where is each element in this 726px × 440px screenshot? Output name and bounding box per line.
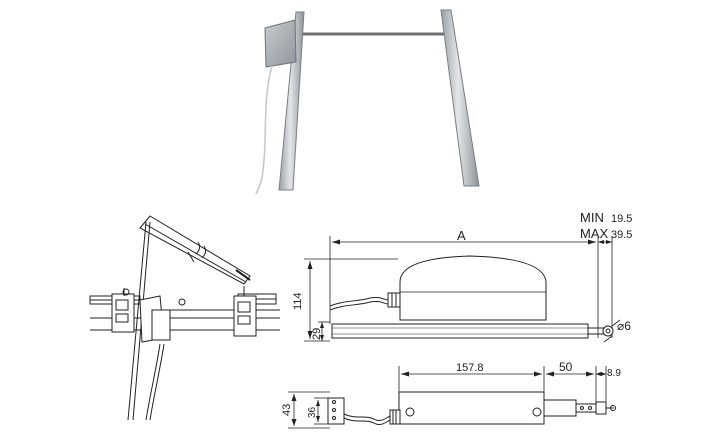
min-label: MIN — [580, 210, 604, 225]
dimension-diameter-6: ⌀6 — [617, 319, 631, 333]
top-view-drawing — [288, 366, 616, 429]
dimension-29: 29 — [311, 328, 323, 340]
dimension-a: A — [457, 228, 466, 243]
dimension-114: 114 — [292, 292, 304, 310]
dimension-157-8: 157.8 — [456, 362, 484, 374]
max-label: MAX — [580, 226, 609, 241]
dimension-8-9: 8.9 — [607, 368, 621, 379]
min-value: 19.5 — [611, 213, 632, 225]
actuator-photo — [255, 9, 480, 195]
dimension-43: 43 — [281, 404, 293, 416]
installation-sketch — [89, 215, 280, 421]
side-view-drawing — [304, 236, 621, 343]
max-value: 39.5 — [611, 229, 632, 241]
dimension-50: 50 — [559, 360, 573, 374]
dimension-36: 36 — [307, 406, 318, 418]
